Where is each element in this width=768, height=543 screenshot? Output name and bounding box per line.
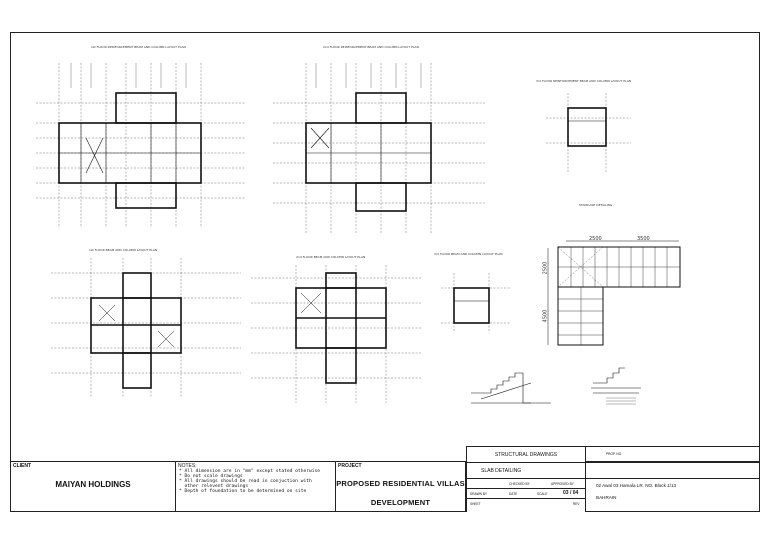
sheet-type: STRUCTURAL DRAWINGS bbox=[494, 452, 558, 458]
notes-label: NOTES: bbox=[178, 463, 197, 469]
project-label: PROJECT bbox=[338, 463, 362, 469]
prop-row: PROP. NO. bbox=[586, 447, 759, 463]
plan-1st-floor-beam-column bbox=[51, 258, 241, 398]
client-label: CLIENT bbox=[13, 463, 32, 469]
drawing-area bbox=[36, 63, 681, 405]
note-item: * All drawings should be read in conjuct… bbox=[179, 479, 312, 484]
drawn-row: DRAWN BY DATE SCALE 03 / 04 bbox=[467, 489, 585, 499]
client-name: MAIYAN HOLDINGS bbox=[55, 480, 131, 489]
plan-5-title: 2nd FLOOR BEAM AND COLUMN LAYOUT PLAN bbox=[296, 255, 366, 259]
rev-label: REV bbox=[573, 502, 580, 506]
plan-4-title: 1st FLOOR BEAM AND COLUMN LAYOUT PLAN bbox=[89, 248, 158, 252]
staircase-plan bbox=[547, 240, 681, 346]
prop-label: PROP. NO. bbox=[606, 452, 623, 456]
sheet-title: SLAB DETAILING bbox=[481, 468, 522, 474]
sheet-type-row: STRUCTURAL DRAWINGS bbox=[467, 447, 585, 463]
project-line-2: DEVELOPMENT bbox=[370, 498, 431, 507]
plan-2nd-floor-reinforcement bbox=[273, 63, 486, 233]
stair-section-details bbox=[471, 367, 641, 405]
location-text: 02 Awal 03 Hamala LR. NO. Block 1/13 bbox=[596, 483, 677, 488]
plan-1-title: 1st FLOOR REINFORCEMENT BEAM AND COLUMN … bbox=[91, 45, 186, 49]
drawing-number: 03 / 04 bbox=[563, 490, 579, 496]
stair-title: STAIRCASE DETAILING bbox=[579, 203, 613, 207]
date-label: DATE bbox=[509, 492, 518, 496]
note-item: * Do not scale drawings bbox=[179, 474, 243, 479]
plan-3rd-floor-reinforcement bbox=[546, 93, 631, 173]
drawn-label: DRAWN BY bbox=[470, 492, 488, 496]
title-block: CLIENT MAIYAN HOLDINGS NOTES: * All dime… bbox=[11, 446, 759, 512]
note-item: other relevent drawings bbox=[179, 484, 249, 489]
stair-dim-left-1: 2500 bbox=[542, 261, 549, 275]
stair-dim-top-2: 3500 bbox=[637, 236, 650, 242]
client-cell: CLIENT MAIYAN HOLDINGS bbox=[11, 462, 176, 512]
notes-cell: NOTES: * All dimension are in "mm" excep… bbox=[176, 462, 336, 512]
sheet-row: SHEET REV bbox=[467, 499, 585, 511]
drawing-sheet: 1st FLOOR REINFORCEMENT BEAM AND COLUMN … bbox=[10, 32, 760, 512]
location-info: PROP. NO. 02 Awal 03 Hamala LR. NO. Bloc… bbox=[586, 446, 759, 512]
plan-6-title: 3rd FLOOR BEAM AND COLUMN LAYOUT PLAN bbox=[434, 252, 503, 256]
approved-label: APPROVED BY bbox=[551, 482, 574, 486]
plan-3rd-floor-beam-column bbox=[441, 273, 511, 333]
plan-2-title: 2nd FLOOR REINFORCEMENT BEAM AND COLUMN … bbox=[323, 45, 419, 49]
note-item: * All dimension are in "mm" except state… bbox=[179, 469, 321, 474]
stair-dim-left-2: 4500 bbox=[542, 309, 549, 323]
notes-list: * All dimension are in "mm" except state… bbox=[179, 469, 320, 494]
plan-3-title: 3rd FLOOR REINFORCEMENT BEAM AND COLUMN … bbox=[536, 79, 632, 83]
drawing-info: STRUCTURAL DRAWINGS SLAB DETAILING CHECK… bbox=[466, 446, 586, 512]
note-item: * Depth of foundation to be determined o… bbox=[179, 489, 307, 494]
plan-2nd-floor-beam-column bbox=[251, 265, 421, 403]
project-cell: PROJECT PROPOSED RESIDENTIAL VILLAS DEVE… bbox=[336, 462, 466, 512]
plan-1st-floor-reinforcement bbox=[36, 63, 246, 228]
stair-dim-top-1: 2500 bbox=[589, 236, 602, 242]
approval-row: CHECKED BY APPROVED BY bbox=[467, 479, 585, 489]
sheet-label: SHEET bbox=[470, 502, 481, 506]
sheet-title-row: SLAB DETAILING bbox=[467, 463, 585, 479]
checked-label: CHECKED BY bbox=[509, 482, 530, 486]
blank-row bbox=[586, 463, 759, 479]
scale-label: SCALE bbox=[537, 492, 548, 496]
country-text: BAHRAIN bbox=[596, 495, 617, 500]
project-line-1: PROPOSED RESIDENTIAL VILLAS bbox=[336, 479, 465, 488]
